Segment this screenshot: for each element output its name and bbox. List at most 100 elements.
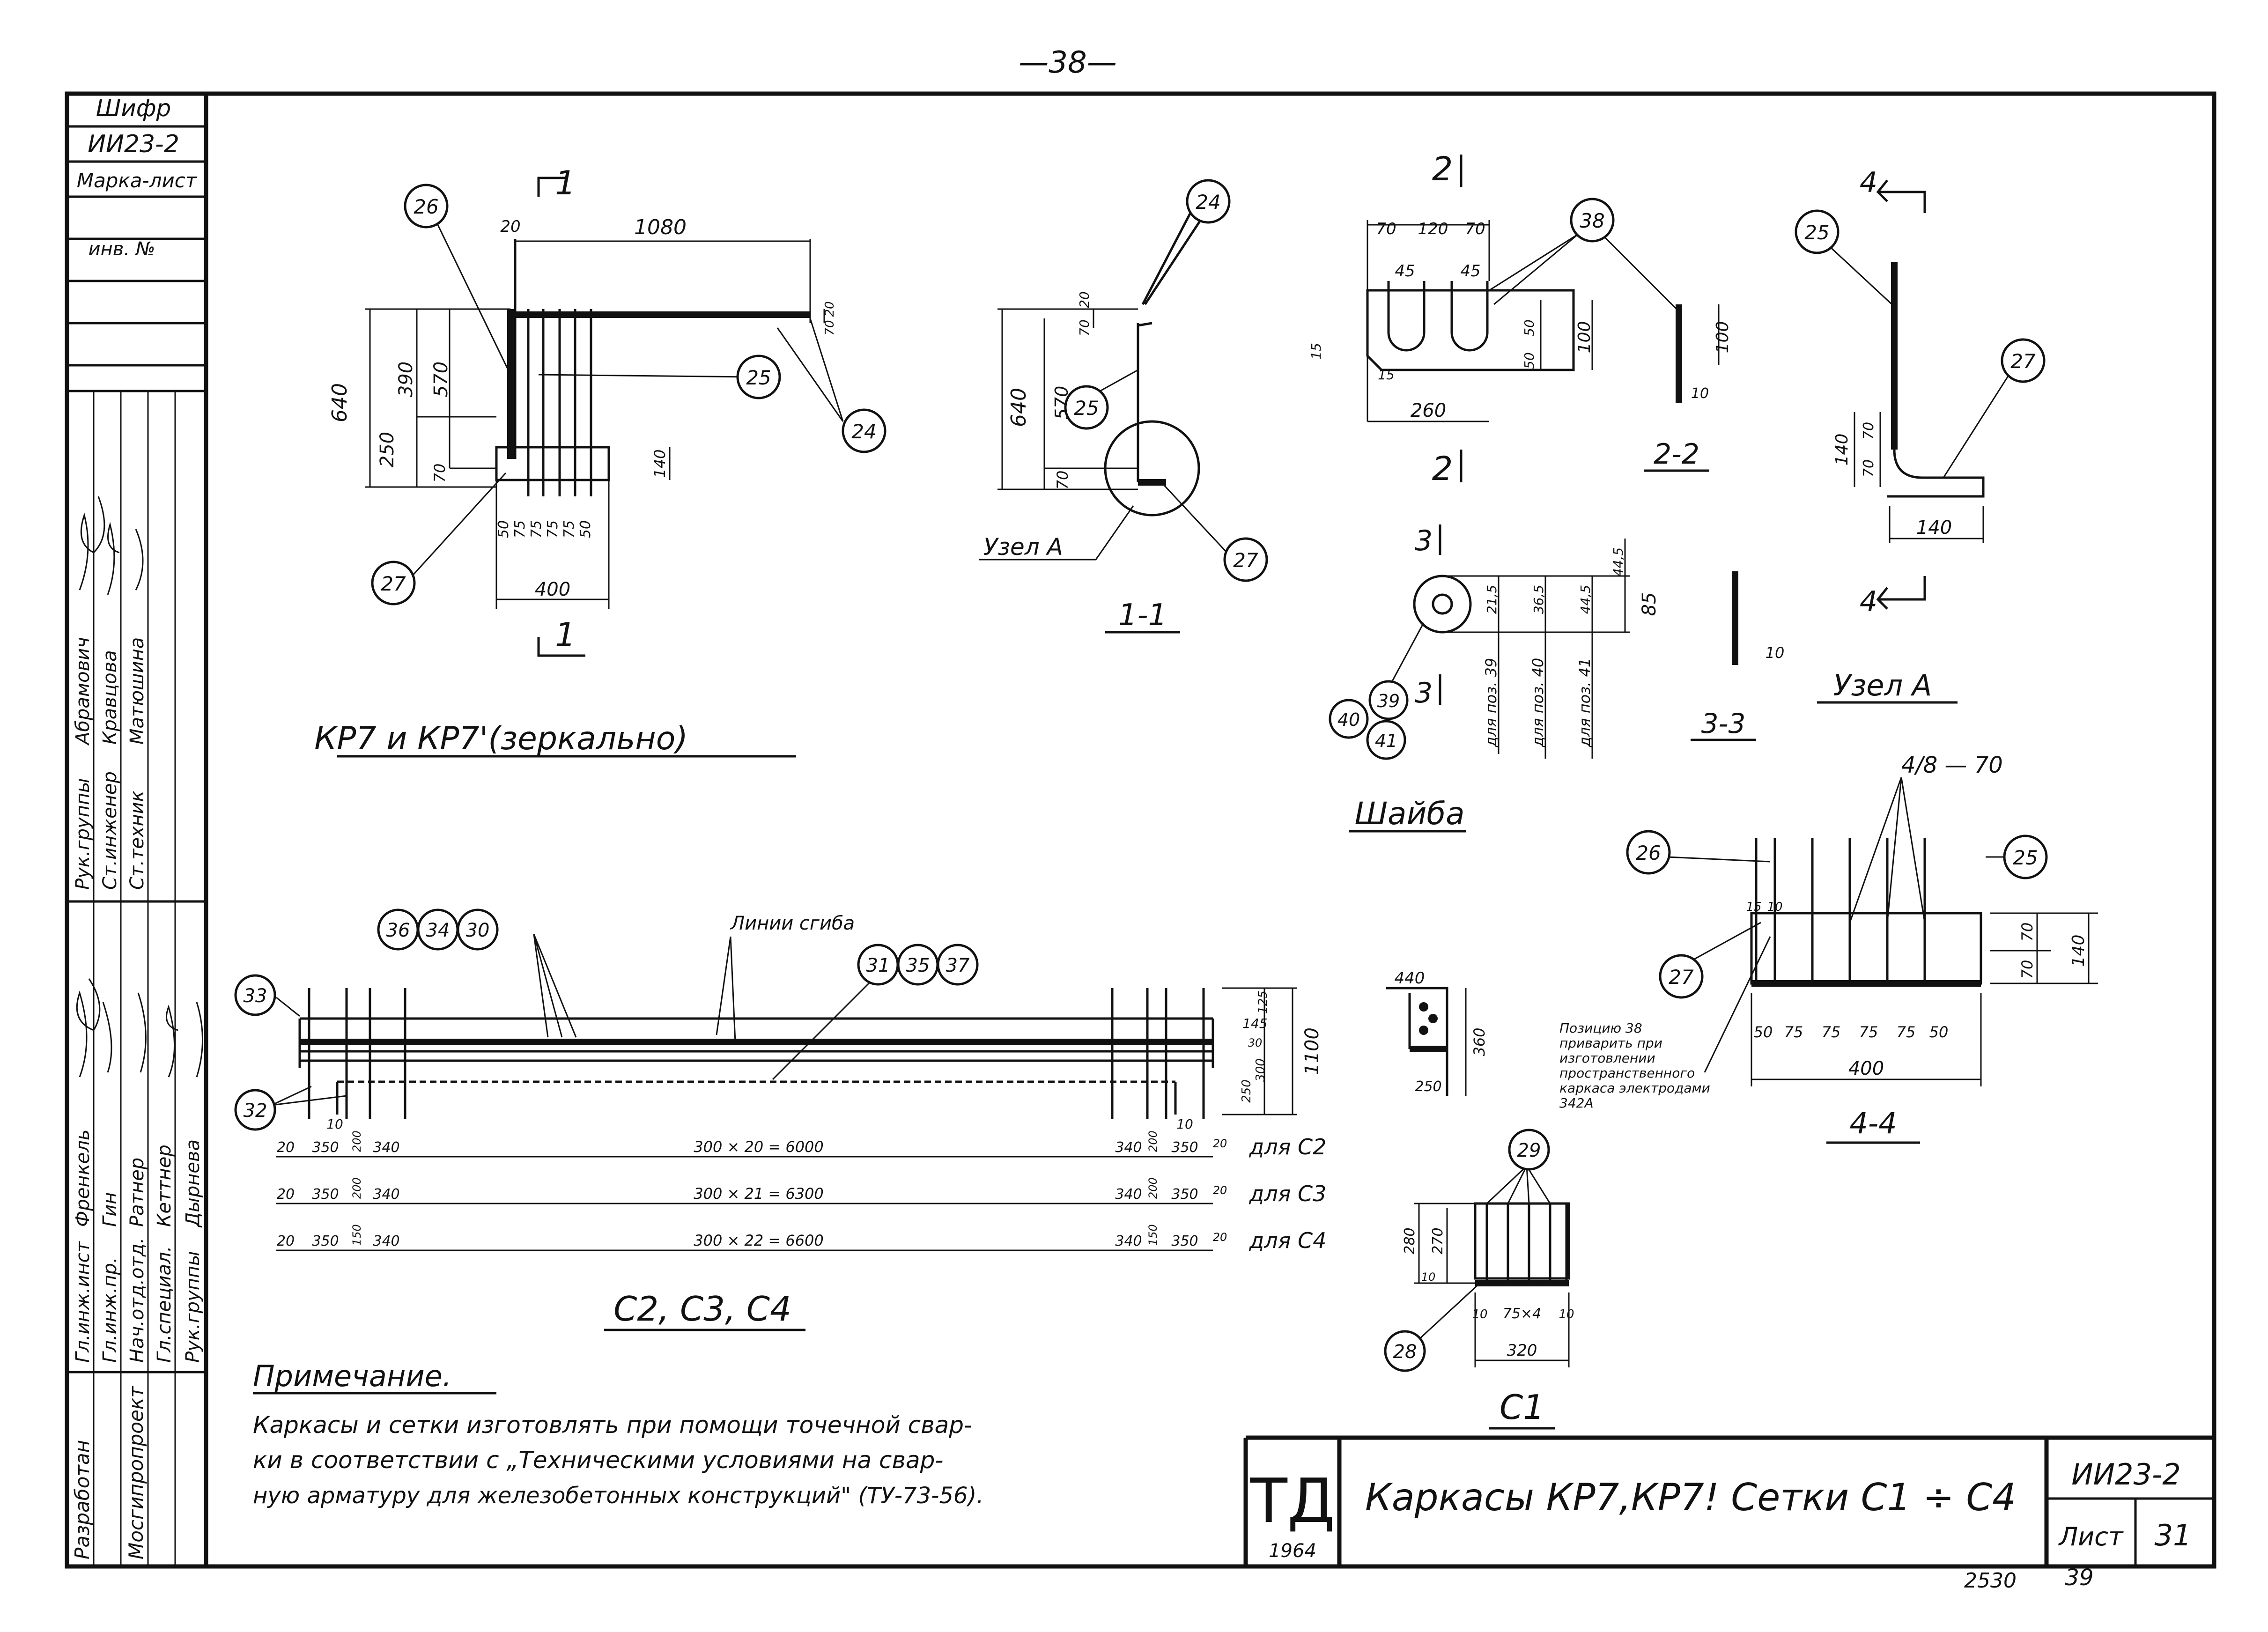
svg-text:280: 280	[1402, 1227, 1418, 1254]
svg-text:75: 75	[1822, 1023, 1841, 1041]
svg-text:340: 340	[373, 1139, 399, 1156]
svg-text:350: 350	[1171, 1139, 1198, 1156]
svg-text:1100: 1100	[1301, 1027, 1323, 1075]
archive-page: 39	[2065, 1565, 2093, 1591]
svg-text:20: 20	[823, 301, 837, 317]
svg-text:для поз. 39: для поз. 39	[1482, 658, 1500, 748]
stamp-sheet-label: Лист	[2058, 1522, 2124, 1551]
position-1: Гл.инж.пр.	[99, 1257, 121, 1363]
svg-text:40: 40	[1337, 709, 1360, 730]
svg-text:27: 27	[1669, 966, 1694, 989]
svg-text:200: 200	[1146, 1177, 1160, 1199]
svg-text:50: 50	[495, 520, 512, 538]
svg-text:70: 70	[1376, 220, 1396, 238]
side-stamp: Шифр ИИ23-2 Марка-лист инв. №	[67, 95, 206, 367]
svg-text:270: 270	[1430, 1227, 1446, 1254]
stamp-year: 1964	[1269, 1540, 1316, 1562]
kp7-drawing: 1 1 1080 20 390 570 640 250 70 140 50 75…	[314, 164, 887, 758]
name-2: Ратнер	[126, 1158, 148, 1227]
svg-text:20: 20	[1213, 1137, 1227, 1150]
svg-text:15: 15	[1378, 367, 1395, 383]
position-0: Гл.инж.инст	[72, 1241, 94, 1363]
svg-text:4: 4	[1860, 166, 1877, 199]
svg-text:для поз. 41: для поз. 41	[1576, 658, 1594, 748]
svg-text:10: 10	[1472, 1307, 1487, 1322]
svg-text:24: 24	[851, 420, 876, 443]
sec11-title: 1-1	[1118, 598, 1167, 633]
node-a-drawing: 4 4 70 70 140 140 25 27 Узел А	[1795, 166, 2046, 704]
svg-text:300 × 21 = 6300: 300 × 21 = 6300	[694, 1185, 824, 1203]
svg-text:41: 41	[1375, 731, 1397, 751]
c1-drawing: 440 360 250 280 270 10 10 75×4 10	[1384, 969, 1574, 1430]
svg-text:70: 70	[1077, 319, 1092, 336]
stamp-sheet-value: 31	[2155, 1518, 2192, 1552]
svg-text:24: 24	[1196, 191, 1220, 214]
section-2-2: 2 2 70 120 70 45 45 15 15 50 50 100 260 …	[1308, 150, 1732, 488]
row-label-c2: для С2	[1249, 1134, 1327, 1159]
stamp-code: ИИ23-2	[2071, 1457, 2180, 1492]
svg-text:21,5: 21,5	[1484, 585, 1500, 614]
svg-text:50: 50	[1754, 1023, 1773, 1041]
svg-text:400: 400	[1848, 1058, 1884, 1079]
svg-text:260: 260	[1411, 400, 1446, 421]
kp7-title: КР7 и КР7'(зеркально)	[314, 720, 688, 757]
sec33-title: 3-3	[1701, 708, 1746, 739]
svg-text:85: 85	[1639, 592, 1660, 616]
name-5: Абрамович	[72, 637, 94, 746]
svg-text:70: 70	[1465, 220, 1485, 238]
node-a-title: Узел А	[1833, 668, 1932, 702]
stamp-title: Каркасы КР7,КР7! Сетки С1 ÷ С4	[1365, 1476, 2016, 1519]
main-stamp: ТД 1964 Каркасы КР7,КР7! Сетки С1 ÷ С4 И…	[1243, 1435, 2214, 1566]
svg-text:70: 70	[2018, 960, 2036, 979]
sec44-note: Позицию 38 приварить при изготовлении пр…	[1559, 1021, 1710, 1111]
svg-text:400: 400	[535, 579, 570, 600]
svg-text:20: 20	[1213, 1231, 1227, 1244]
position-3: Гл.специал.	[154, 1246, 175, 1363]
svg-text:1080: 1080	[634, 215, 687, 239]
c2c4-drawing: 125 145 30 250 300 1100 20 350 200 340 3…	[234, 908, 1327, 1331]
svg-text:570: 570	[430, 362, 452, 397]
svg-text:25: 25	[1804, 221, 1829, 244]
c1-title: С1	[1500, 1388, 1544, 1427]
note-title: Примечание.	[253, 1359, 452, 1393]
svg-text:20: 20	[500, 217, 520, 236]
svg-text:150: 150	[350, 1224, 363, 1246]
svg-text:390: 390	[395, 362, 417, 397]
note-line-1: Каркасы и сетки изготовлять при помощи т…	[253, 1411, 972, 1439]
washer-drawing: 3 3 21,5 36,5 44,5 44,5 85 10 для поз. 3…	[1329, 524, 1784, 833]
svg-text:34: 34	[426, 920, 450, 941]
svg-text:70: 70	[1054, 471, 1071, 490]
signatures	[76, 496, 203, 1078]
svg-text:10: 10	[1559, 1307, 1574, 1322]
svg-text:50: 50	[577, 520, 594, 538]
svg-text:20: 20	[1077, 291, 1092, 308]
svg-text:44,5: 44,5	[1578, 585, 1593, 614]
svg-text:для поз. 40: для поз. 40	[1529, 658, 1547, 748]
title-block: Разработан Мосгипропроект Гл.инж.инст Гл…	[67, 390, 206, 1566]
svg-text:350: 350	[1171, 1233, 1198, 1249]
position-4: Рук.группы	[182, 1251, 204, 1363]
svg-text:70: 70	[1861, 459, 1877, 477]
svg-text:37: 37	[946, 955, 970, 976]
name-7: Матюшина	[126, 637, 148, 745]
svg-text:20: 20	[277, 1186, 295, 1203]
svg-text:350: 350	[312, 1139, 339, 1156]
svg-text:4: 4	[1860, 585, 1877, 618]
svg-text:640: 640	[1007, 388, 1031, 427]
svg-text:300: 300	[1254, 1058, 1268, 1082]
svg-text:340: 340	[1115, 1233, 1142, 1249]
svg-text:1: 1	[555, 164, 576, 202]
svg-text:145: 145	[1242, 1016, 1267, 1031]
outer-frame	[65, 91, 2216, 1569]
svg-text:75×4: 75×4	[1503, 1306, 1541, 1322]
svg-text:27: 27	[1233, 549, 1258, 572]
svg-text:2: 2	[1432, 150, 1453, 188]
svg-text:75: 75	[1859, 1023, 1878, 1041]
svg-text:36,5: 36,5	[1531, 585, 1546, 614]
c2c4-title: С2, С3, С4	[613, 1289, 791, 1329]
svg-text:25: 25	[1074, 397, 1099, 420]
svg-text:50: 50	[1522, 352, 1537, 369]
svg-text:31: 31	[866, 955, 890, 976]
role-0: Разработан	[71, 1440, 94, 1559]
